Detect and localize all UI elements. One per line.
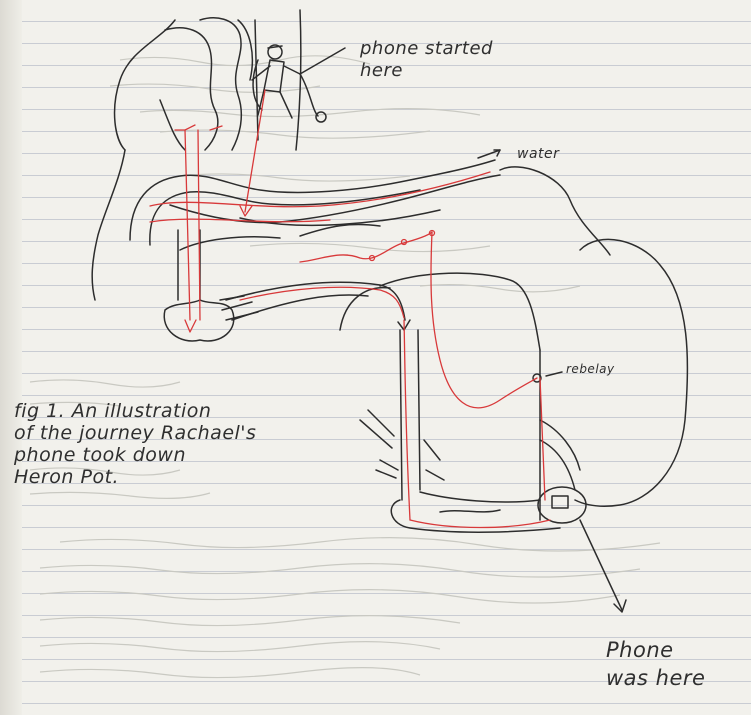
label-phone-started: phone started here [360,38,560,82]
descending-passage [226,273,540,350]
upper-rock-outline [92,10,301,300]
label-rebelay: rebelay [566,362,615,376]
label-water: water [517,146,559,162]
rebelay-anchor [533,372,562,382]
left-shaft [164,230,258,341]
figure-caption: fig 1. An illustration of the journey Ra… [14,400,334,488]
label-phone-was-here: Phone was here [606,636,751,692]
